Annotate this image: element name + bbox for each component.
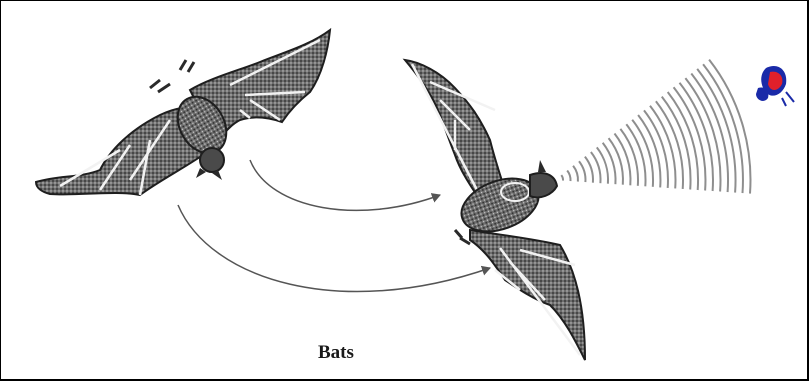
left-bat-icon [36, 30, 330, 195]
upper-arrow [250, 160, 440, 210]
sound-wave-arc [567, 171, 570, 182]
flight-path-arrows [178, 160, 490, 292]
lower-arrow [178, 205, 490, 292]
echolocation-waves [561, 60, 750, 194]
sound-wave-arc [561, 175, 563, 181]
sound-wave-arc [703, 64, 743, 193]
sound-wave-arc [691, 74, 728, 193]
sound-wave-arc [709, 60, 750, 194]
sound-wave-arc [697, 69, 735, 193]
sound-wave-arc [626, 124, 645, 186]
sound-wave-arc [579, 161, 585, 182]
sound-wave-arc [573, 166, 578, 182]
right-bat-icon [405, 60, 585, 360]
moth-icon [756, 66, 794, 106]
caption: Bats [318, 342, 354, 364]
